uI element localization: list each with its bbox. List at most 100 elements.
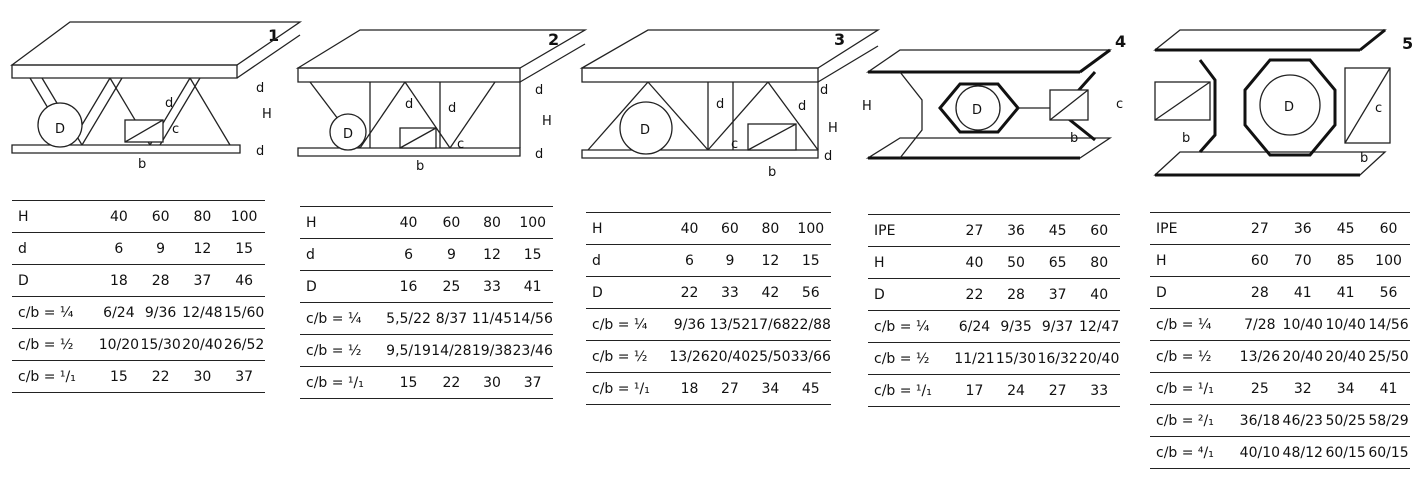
table-cell: 25 — [431, 270, 472, 303]
table-cell: 33 — [1078, 374, 1120, 407]
table-cell: 60 — [1238, 244, 1282, 277]
table-cell: 30 — [181, 360, 224, 393]
table-cell: 25 — [1238, 372, 1282, 405]
label-c: c — [1375, 101, 1382, 116]
panel-number: 3 — [834, 30, 846, 49]
table-cell: 12/48 — [181, 296, 224, 329]
table-cell: 15 — [223, 232, 265, 265]
table-cell: 41 — [1367, 372, 1410, 405]
label-H: H — [828, 121, 838, 136]
truss-diagram-2: D c b d d H d d — [295, 29, 588, 174]
table-cell: 80 — [181, 200, 224, 233]
row-label: d — [12, 232, 99, 265]
label-b-2: b — [1360, 151, 1368, 166]
table-cell: 37 — [1036, 278, 1079, 311]
label-c: c — [172, 122, 179, 137]
table-cell: 14/56 — [1367, 308, 1410, 341]
panel-number: 2 — [548, 30, 560, 49]
table-cell: 56 — [790, 276, 831, 309]
table-cell: 10/40 — [1324, 308, 1368, 341]
table-cell: 32 — [1281, 372, 1325, 405]
table-cell: 19/38 — [471, 334, 513, 367]
label-b: b — [416, 159, 424, 174]
table-cell: 58/29 — [1367, 404, 1410, 437]
table-cell: 26/52 — [223, 328, 265, 361]
table-cell: 100 — [790, 212, 831, 245]
table-cell: 33 — [709, 276, 751, 309]
table-cell: 20/40 — [709, 340, 751, 373]
table-cell: 5,5/22 — [386, 302, 432, 335]
row-label: H — [586, 212, 670, 245]
label-H: H — [542, 114, 552, 129]
table-cell: 25/50 — [750, 340, 791, 373]
table-cell: 16/32 — [1036, 342, 1079, 375]
table-cell: 9 — [709, 244, 751, 277]
table-cell: 85 — [1324, 244, 1368, 277]
ipe-beam-diagram-4: D H c b — [862, 48, 1123, 160]
truss-diagram-1: D c b d H d d — [10, 21, 303, 172]
row-label: d — [300, 238, 387, 271]
table-cell: 22 — [139, 360, 182, 393]
table-cell: 45 — [790, 372, 831, 405]
row-label: d — [586, 244, 670, 277]
row-label: c/b = ¼ — [586, 308, 670, 341]
table-cell: 33 — [471, 270, 513, 303]
table-cell: 70 — [1281, 244, 1325, 277]
table-cell: 40/10 — [1238, 436, 1282, 469]
table-cell: 80 — [1078, 246, 1120, 279]
table-cell: 40 — [386, 206, 432, 239]
table-cell: 9/36 — [139, 296, 182, 329]
label-D: D — [640, 123, 650, 138]
label-d-mid-2: d — [448, 101, 456, 116]
table-cell: 80 — [750, 212, 791, 245]
row-label: D — [1150, 276, 1239, 309]
table-cell: 40 — [669, 212, 710, 245]
label-d-bottom: d — [824, 149, 832, 164]
row-label: c/b = ¼ — [1150, 308, 1239, 341]
row-label: D — [868, 278, 954, 311]
table-cell: 15 — [512, 238, 553, 271]
table-cell: 60 — [1367, 212, 1410, 245]
table-cell: 27 — [1238, 212, 1282, 245]
row-label: H — [300, 206, 387, 239]
label-d-top: d — [535, 83, 543, 98]
table-cell: 14/28 — [431, 334, 472, 367]
row-label: c/b = ¼ — [12, 296, 99, 329]
table-cell: 15 — [98, 360, 140, 393]
table-cell: 28 — [995, 278, 1037, 311]
table-cell: 60 — [139, 200, 182, 233]
ipe-beam-diagram-5: D c b b — [1153, 28, 1391, 177]
row-label: c/b = ²/₁ — [1150, 404, 1239, 437]
table-cell: 40 — [953, 246, 996, 279]
table-cell: 65 — [1036, 246, 1079, 279]
table-cell: 15 — [386, 366, 432, 399]
table-cell: 45 — [1324, 212, 1368, 245]
row-label: IPE — [868, 214, 954, 247]
table-cell: 60 — [709, 212, 751, 245]
label-D: D — [1284, 100, 1294, 115]
table-cell: 40 — [1078, 278, 1120, 311]
row-label: c/b = ¹/₁ — [868, 374, 954, 407]
table-cell: 45 — [1036, 214, 1079, 247]
table-cell: 34 — [750, 372, 791, 405]
table-cell: 56 — [1367, 276, 1410, 309]
table-cell: 60 — [1078, 214, 1120, 247]
